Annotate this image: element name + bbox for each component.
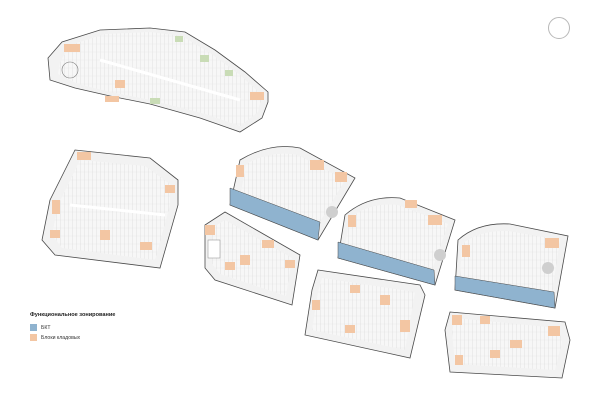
plan-lower-left-center — [204, 211, 301, 306]
legend-swatch-bkt — [30, 324, 37, 331]
plan-right — [454, 223, 569, 309]
legend-label-bkt: БКТ — [41, 324, 51, 331]
plan-lower-center — [304, 269, 426, 359]
north-arrow-icon — [548, 17, 570, 39]
legend-swatch-storage — [30, 334, 37, 341]
plan-left-middle — [41, 149, 179, 269]
legend-label-storage: Блоки кладовых — [41, 334, 81, 341]
legend: Функциональное зонирование БКТ Блоки кла… — [30, 312, 200, 344]
legend-item-storage: Блоки кладовых — [30, 334, 200, 341]
plan-lower-right — [444, 311, 571, 379]
legend-title: Функциональное зонирование — [30, 312, 116, 318]
plan-top-left — [47, 27, 269, 133]
legend-item-bkt: БКТ — [30, 324, 200, 331]
plan-center-top — [229, 146, 356, 241]
plan-center-mid — [337, 197, 456, 286]
